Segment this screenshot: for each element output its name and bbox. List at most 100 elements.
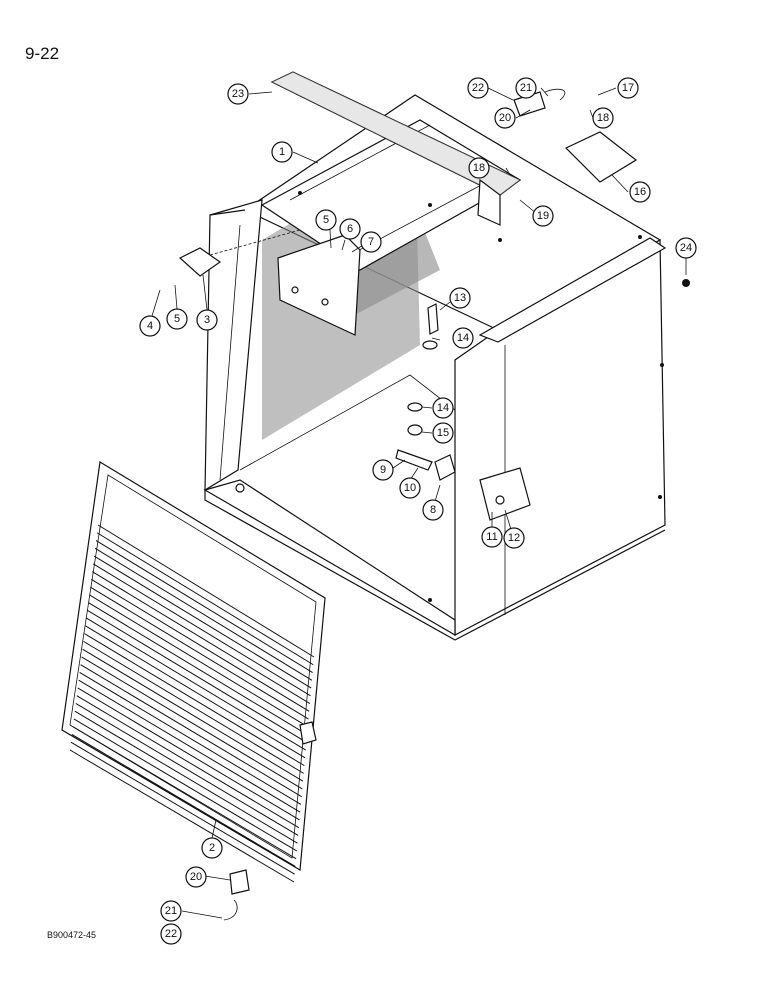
svg-text:22: 22 [165,928,177,940]
svg-text:22: 22 [472,82,484,94]
grille-slat [82,648,304,782]
svg-text:5: 5 [323,214,329,226]
grille-slat [94,547,313,681]
grille-slat [88,602,308,736]
callout-20-upper: 20 [494,107,516,129]
svg-text:14: 14 [457,332,469,344]
page-number: 9-22 [25,44,60,63]
callout-19: 19 [532,205,554,227]
grille-slat [89,594,309,728]
grille-slat [72,726,297,860]
bolt-part-13 [422,303,439,350]
grille-slat [73,718,298,852]
grille-slat [92,563,311,697]
callout-17: 17 [617,77,639,99]
svg-text:5: 5 [174,313,180,325]
svg-text:2: 2 [209,842,215,854]
svg-text:24: 24 [680,242,692,254]
svg-text:14: 14 [437,402,449,414]
callout-16: 16 [629,181,651,203]
callout-21-upper: 21 [515,77,537,99]
svg-text:8: 8 [430,504,436,516]
grille-slat [91,571,311,704]
callout-23: 23 [227,83,249,105]
callout-22-lower: 22 [160,923,182,945]
callout-22-upper: 22 [467,77,489,99]
callout-21-lower: 21 [160,900,182,922]
side-bracket [479,467,531,521]
grille-slat [90,586,309,720]
grille-slat [95,540,313,673]
svg-text:7: 7 [368,236,374,248]
callout-6: 6 [339,218,361,240]
reference-code: B900472-45 [47,930,97,940]
callout-4: 4 [139,315,161,337]
plug-part-24 [682,279,690,287]
svg-text:15: 15 [437,427,449,439]
svg-text:16: 16 [634,186,646,198]
svg-text:20: 20 [499,112,511,124]
cover-plate-part-16 [564,131,638,183]
svg-text:13: 13 [454,292,466,304]
grille-slat [74,710,298,844]
grille-slat [81,656,303,790]
grille-slat [96,532,314,666]
svg-text:21: 21 [520,82,532,94]
grille-slat [86,617,306,751]
grille-slat [76,695,300,829]
grille-slat [83,640,304,774]
callout-10: 10 [399,477,421,499]
grille-slat [97,524,315,658]
svg-text:20: 20 [190,871,202,883]
callout-9: 9 [372,459,394,481]
callout-12: 12 [503,527,525,549]
callout-1: 1 [271,141,293,163]
callout-8: 8 [422,499,444,521]
callout-14-lower: 14 [432,397,454,419]
grille-slat [84,633,305,767]
svg-text:6: 6 [347,223,353,235]
callout-15: 15 [432,422,454,444]
latch-lower-part-20 [223,869,250,921]
grille-slat [70,741,295,875]
grille-slat [69,749,295,883]
svg-text:17: 17 [622,82,634,94]
callout-5-upper: 5 [315,209,337,231]
svg-text:21: 21 [165,905,177,917]
svg-text:23: 23 [232,88,244,100]
bracket-part-3 [178,229,301,277]
svg-text:12: 12 [508,532,520,544]
grille-slat [77,687,300,821]
grille-slat [75,703,299,836]
grille-part-2 [61,461,326,883]
grille-slats [69,524,315,883]
callout-5-lower: 5 [166,308,188,330]
callout-13: 13 [449,287,471,309]
grille-slat [80,664,302,798]
grille-slat [79,671,302,805]
grille-slat [87,609,307,743]
svg-text:10: 10 [404,482,416,494]
svg-text:9: 9 [380,464,386,476]
grille-slat [71,734,296,867]
svg-text:11: 11 [486,531,497,543]
callout-3: 3 [196,309,218,331]
grille-slat [90,578,310,712]
callout-14-upper: 14 [452,327,474,349]
grille-slat [85,625,306,759]
callout-20-lower: 20 [185,866,207,888]
svg-text:18: 18 [597,112,609,124]
callout-11: 11 [481,526,503,548]
callout-18-lower: 18 [468,157,490,179]
top-bar-part-23 [270,71,522,226]
callout-2: 2 [201,837,223,859]
mounting-plate [277,234,361,336]
svg-text:4: 4 [147,320,153,332]
callout-18-upper: 18 [592,107,614,129]
grille-slat [93,555,312,689]
svg-text:19: 19 [537,210,549,222]
callout-7: 7 [360,231,382,253]
grille-slat [78,679,301,813]
svg-text:1: 1 [279,146,285,158]
